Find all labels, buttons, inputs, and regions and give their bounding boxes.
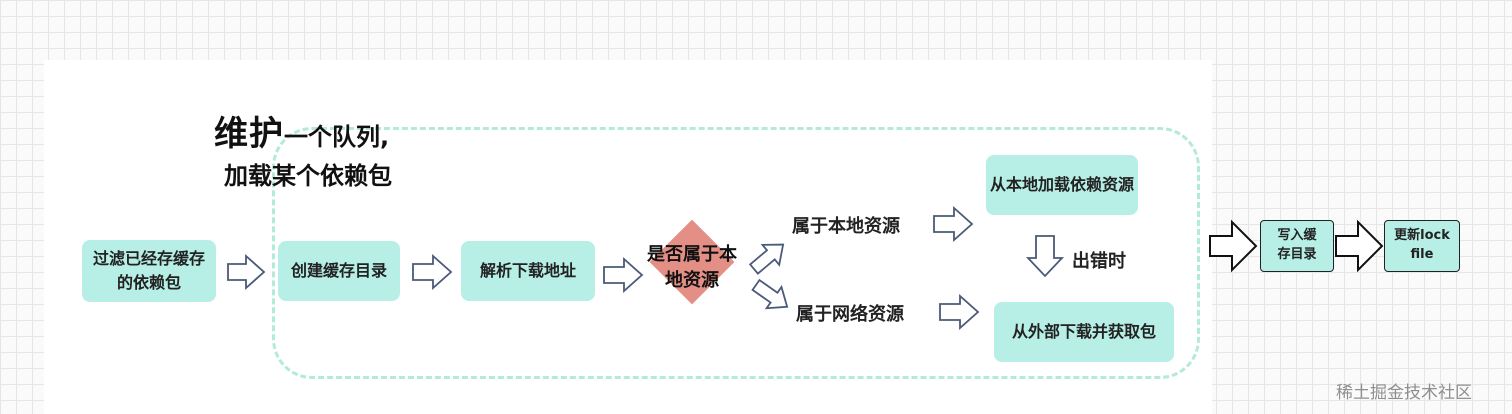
label-network-resource: 属于网络资源 xyxy=(796,304,904,325)
arrow-icon xyxy=(1335,219,1384,273)
node-write-cache: 写入缓存目录 xyxy=(1260,220,1334,272)
arrow-icon xyxy=(603,256,644,294)
decision-is-local: 是否属于本地资源 xyxy=(647,244,737,292)
diagram-title-line1: 维护一个队列, xyxy=(214,106,389,155)
title-rest: 一个队列, xyxy=(284,123,390,151)
diagram-title-line2: 加载某个依赖包 xyxy=(224,162,392,190)
watermark: 稀土掘金技术社区 xyxy=(1336,383,1472,403)
arrow-icon xyxy=(748,243,785,275)
arrow-icon xyxy=(939,293,980,331)
node-download-external: 从外部下载并获取包 xyxy=(994,302,1174,362)
node-create-cache-dir: 创建缓存目录 xyxy=(278,241,400,301)
arrow-icon xyxy=(1209,219,1258,273)
arrow-icon xyxy=(751,278,789,310)
title-main: 维护 xyxy=(214,114,284,154)
queue-dashed-boundary xyxy=(272,127,1200,379)
node-load-local: 从本地加载依赖资源 xyxy=(986,155,1138,215)
label-local-resource: 属于本地资源 xyxy=(792,216,900,237)
arrow-icon xyxy=(933,205,974,243)
node-parse-url: 解析下载地址 xyxy=(461,241,595,301)
arrow-icon xyxy=(1025,235,1065,278)
arrow-icon xyxy=(227,253,266,291)
node-update-lockfile: 更新lockfile xyxy=(1384,220,1460,272)
label-on-error: 出错时 xyxy=(1072,251,1126,272)
arrow-icon xyxy=(412,253,453,291)
node-filter-cached: 过滤已经存缓存的依赖包 xyxy=(82,240,216,302)
